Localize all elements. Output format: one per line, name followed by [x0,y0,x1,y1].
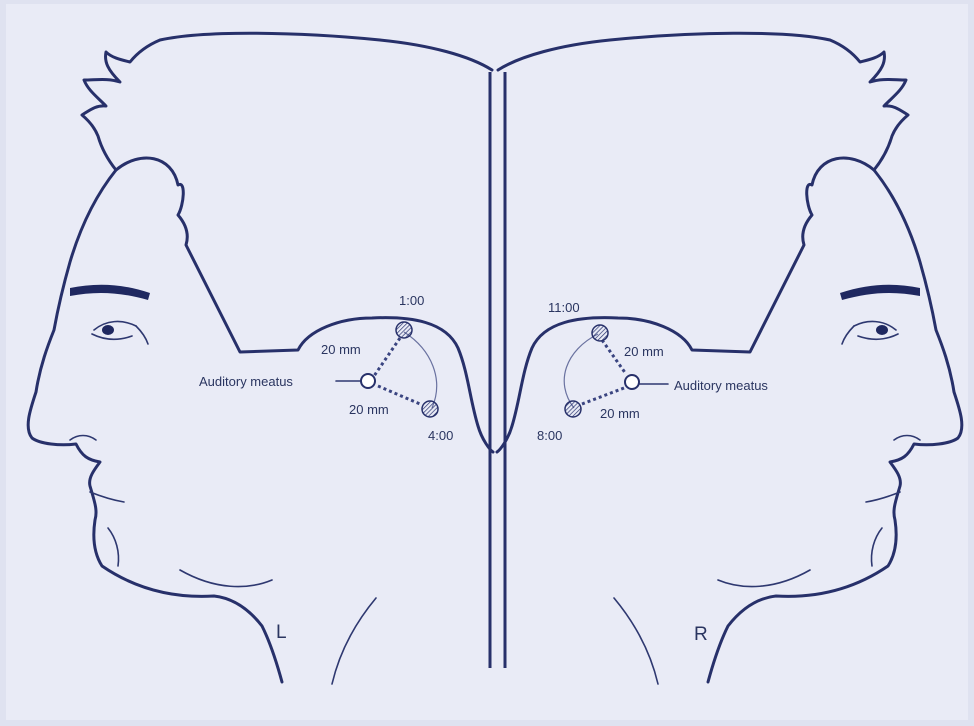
left-position-bottom: 4:00 [428,428,453,443]
left-auditory-label: Auditory meatus [199,374,293,389]
right-distance-bottom: 20 mm [600,406,640,421]
left-side-letter: L [276,622,287,643]
right-distance-top: 20 mm [624,344,664,359]
right-electrode-bottom [565,401,581,417]
right-position-bottom: 8:00 [537,428,562,443]
left-electrode-bottom [422,401,438,417]
left-meatus-marker [361,374,375,388]
left-position-top: 1:00 [399,293,424,308]
right-auditory-label: Auditory meatus [674,378,768,393]
left-electrode-top [396,322,412,338]
left-distance-top: 20 mm [321,342,361,357]
right-side-letter: R [694,624,708,645]
right-meatus-marker [625,375,639,389]
left-distance-bottom: 20 mm [349,402,389,417]
right-position-top: 11:00 [548,300,580,315]
paper-sheet [6,4,968,720]
right-electrode-top [592,325,608,341]
